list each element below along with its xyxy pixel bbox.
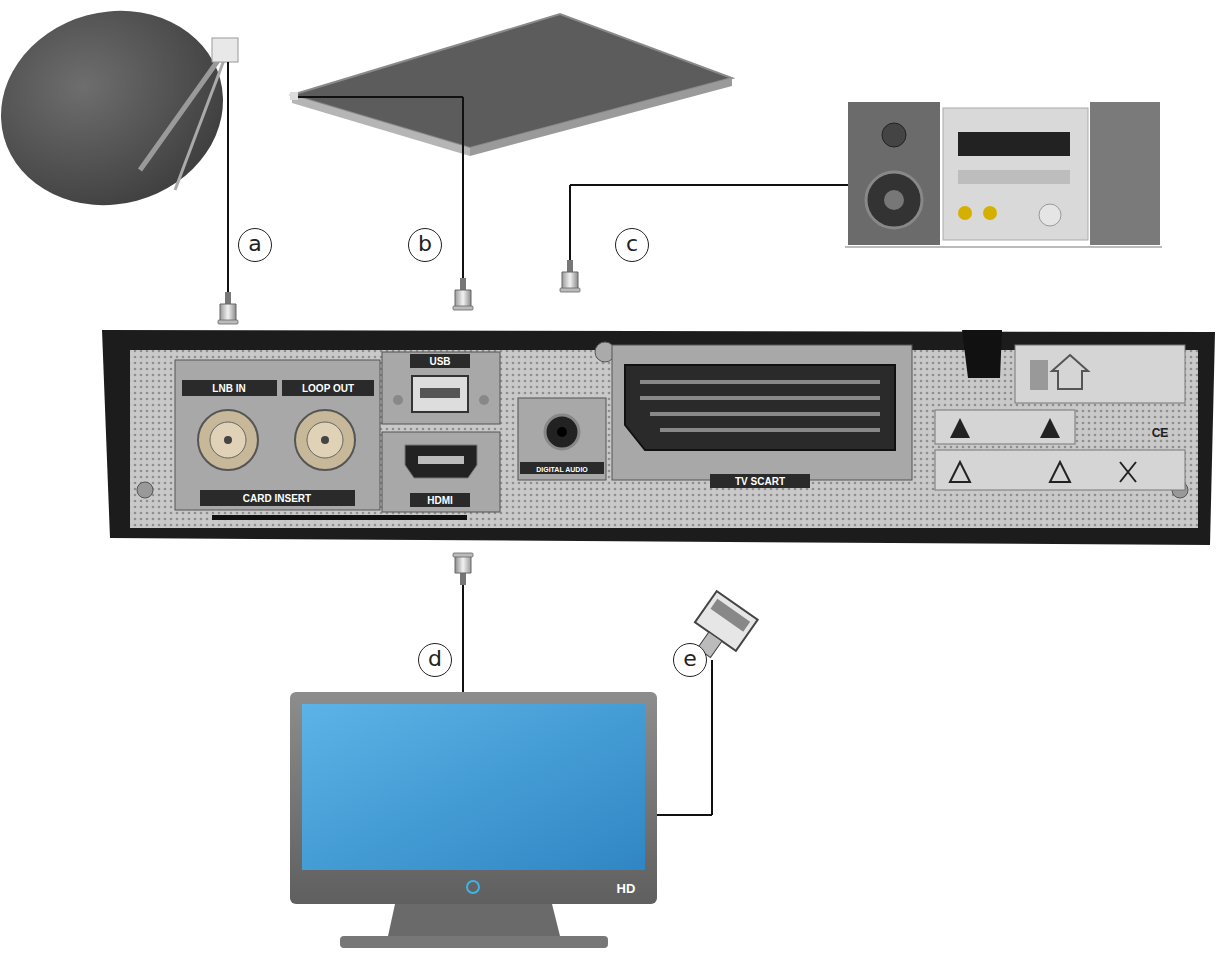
callout-letter: e <box>683 648 697 670</box>
port-label: HDMI <box>427 496 453 506</box>
port-label: DIGITAL AUDIO <box>536 466 588 473</box>
port-label: LOOP OUT <box>302 384 354 394</box>
callout-letter: d <box>428 648 442 670</box>
callout-letter: a <box>248 233 261 255</box>
certification-mark: CE <box>1152 427 1169 439</box>
port-label: LNB IN <box>212 384 245 394</box>
tv-badge: HD <box>617 882 636 895</box>
port-label: TV SCART <box>735 477 785 487</box>
callout-letter: b <box>418 233 432 255</box>
callout-circle: c <box>615 228 649 262</box>
port-label: USB <box>429 357 450 367</box>
callout-letter: c <box>626 233 638 255</box>
callout-circle: e <box>673 643 707 677</box>
callout-circle: a <box>238 228 272 262</box>
callout-circle: d <box>418 643 452 677</box>
port-label: CARD INSERT <box>243 494 311 504</box>
callout-circle: b <box>408 228 442 262</box>
